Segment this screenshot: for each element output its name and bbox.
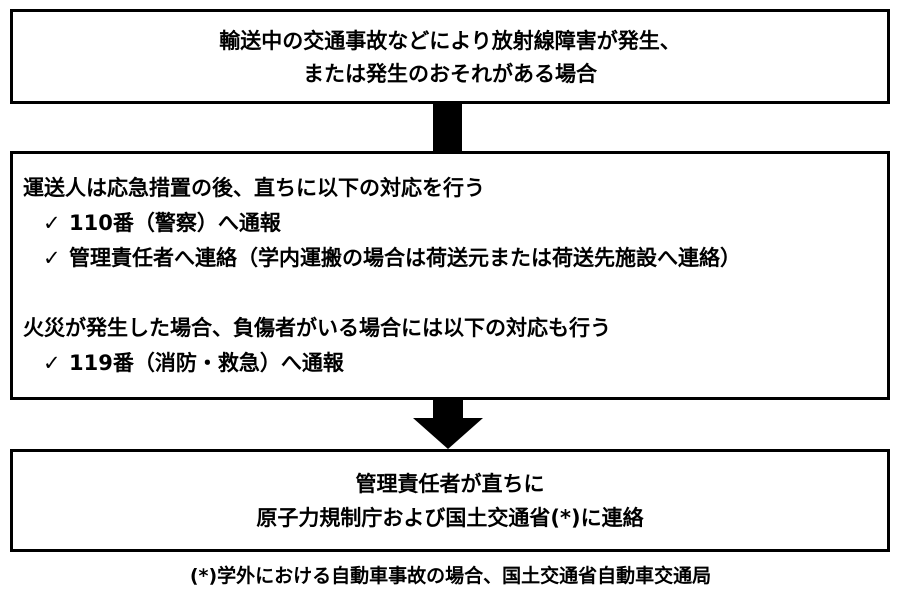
incident-condition-line-2: または発生のおそれがある場合 (303, 62, 597, 86)
incident-condition-box: 輸送中の交通事故などにより放射線障害が発生、 または発生のおそれがある場合 (10, 9, 890, 104)
list-item-manager: ✓ 管理責任者へ連絡（学内運搬の場合は荷送元または荷送先施設へ連絡） (23, 241, 887, 276)
incident-condition-line-1: 輸送中の交通事故などにより放射線障害が発生、 (219, 29, 681, 53)
list-item-text: 119番（消防・救急）へ通報 (69, 351, 344, 375)
list-item-text: 管理責任者へ連絡（学内運搬の場合は荷送元または荷送先施設へ連絡） (69, 246, 741, 270)
list-item-fire: ✓ 119番（消防・救急）へ通報 (23, 346, 887, 381)
fire-injury-heading: 火災が発生した場合、負傷者がいる場合には以下の対応も行う (23, 316, 611, 340)
manager-contact-line-1: 管理責任者が直ちに (355, 472, 545, 496)
connector-bar (433, 103, 462, 151)
list-item-police: ✓ 110番（警察）へ通報 (23, 206, 887, 241)
list-item-text: 110番（警察）へ通報 (69, 211, 281, 235)
carrier-response-box: 運送人は応急措置の後、直ちに以下の対応を行う ✓ 110番（警察）へ通報 ✓ 管理責… (10, 151, 890, 400)
carrier-response-heading: 運送人は応急措置の後、直ちに以下の対応を行う (23, 176, 485, 200)
check-icon: ✓ (43, 351, 61, 375)
down-arrow-icon (413, 400, 483, 449)
check-icon: ✓ (43, 211, 61, 235)
footnote: (*)学外における自動車事故の場合、国土交通省自動車交通局 (189, 565, 712, 587)
check-icon: ✓ (43, 246, 61, 270)
manager-contact-line-2: 原子力規制庁および国土交通省(*)に連絡 (256, 506, 644, 530)
manager-contact-box: 管理責任者が直ちに 原子力規制庁および国土交通省(*)に連絡 (10, 449, 890, 552)
